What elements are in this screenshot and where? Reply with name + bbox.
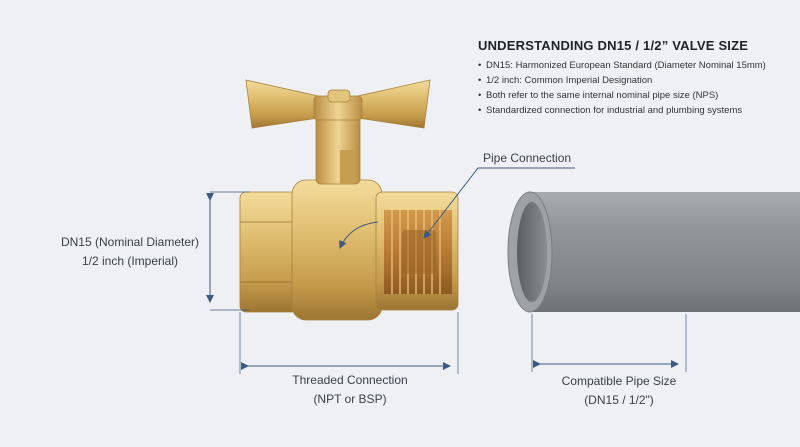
dn-dimension: [206, 191, 250, 311]
pipe-size-dimension: [531, 314, 687, 372]
info-bullet: Standardized connection for industrial a…: [478, 103, 788, 118]
info-title: UNDERSTANDING DN15 / 1/2” VALVE SIZE: [478, 38, 749, 53]
pipe: [507, 191, 800, 313]
info-bullet: Both refer to the same internal nominal …: [478, 88, 788, 103]
threaded-connection-label: Threaded Connection (NPT or BSP): [270, 371, 430, 409]
thread-dimension: [239, 312, 459, 374]
info-bullets: DN15: Harmonized European Standard (Diam…: [478, 58, 788, 118]
ball-valve: [239, 79, 459, 321]
pipe-connection-leader: [423, 167, 575, 239]
threaded-label-line2: (NPT or BSP): [313, 392, 387, 406]
info-bullet: DN15: Harmonized European Standard (Diam…: [478, 58, 788, 73]
dn-label-line2: 1/2 inch (Imperial): [81, 254, 179, 268]
threaded-label-line1: Threaded Connection: [292, 373, 408, 387]
pipe-size-label-line1: Compatible Pipe Size: [561, 374, 677, 388]
pipe-size-label: Compatible Pipe Size (DN15 / 1/2"): [538, 372, 700, 410]
internal-thread-cutaway: [384, 210, 452, 294]
pipe-size-label-line2: (DN15 / 1/2"): [584, 393, 654, 407]
info-panel: UNDERSTANDING DN15 / 1/2” VALVE SIZE DN1…: [478, 38, 788, 118]
pipe-connection-label: Pipe Connection: [483, 151, 572, 165]
curved-arrow: [339, 221, 379, 249]
dn-label-line1: DN15 (Nominal Diameter): [60, 235, 200, 249]
dn-label: DN15 (Nominal Diameter) 1/2 inch (Imperi…: [40, 233, 220, 271]
info-bullet: 1/2 inch: Common Imperial Designation: [478, 73, 788, 88]
